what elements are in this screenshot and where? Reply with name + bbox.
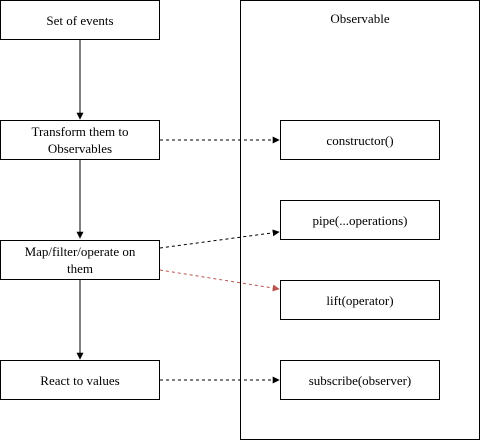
method-constructor: constructor() — [280, 120, 440, 160]
link-map-to-lift — [159, 269, 280, 292]
method-pipe: pipe(...operations) — [280, 200, 440, 240]
method-subscribe: subscribe(observer) — [280, 360, 440, 400]
observable-title: Observable — [330, 11, 390, 26]
observable-container: Observable — [240, 0, 480, 440]
link-map-to-pipe — [159, 229, 280, 249]
step-map-filter-operate: Map/filter/operate on them — [0, 240, 160, 280]
step-react-to-values: React to values — [0, 360, 160, 400]
method-lift: lift(operator) — [280, 280, 440, 320]
step-set-of-events: Set of events — [0, 0, 160, 40]
step-transform-to-observables: Transform them to Observables — [0, 120, 160, 160]
